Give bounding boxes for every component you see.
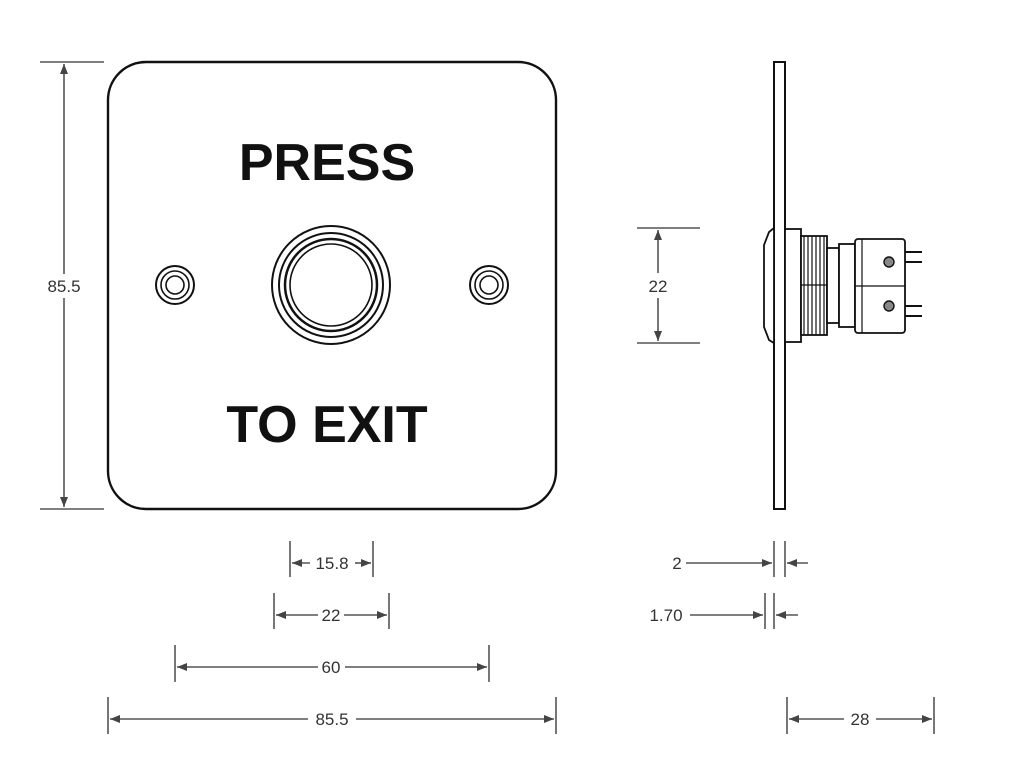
- terminal-screw-top: [883, 256, 895, 268]
- dim-label-height: 85.5: [47, 277, 80, 296]
- button-body: [784, 228, 802, 343]
- nut: [826, 247, 840, 324]
- switch-housing: [838, 243, 856, 328]
- side-plate: [773, 61, 786, 510]
- push-button: [271, 225, 391, 345]
- dim-label-flange-thickness: 1.70: [649, 606, 682, 625]
- dim-label-plate-width: 85.5: [315, 710, 348, 729]
- terminal-screw-bottom: [883, 300, 895, 312]
- dim-label-side-button: 22: [649, 277, 668, 296]
- screw-hole-left: [155, 265, 195, 305]
- faceplate-outline: [106, 60, 558, 511]
- terminal-pins: [905, 251, 922, 317]
- plate-text-press: PRESS: [239, 134, 415, 192]
- dim-label-outer-button: 22: [322, 606, 341, 625]
- dim-label-inner-button: 15.8: [315, 554, 348, 573]
- button-cap: [763, 226, 775, 345]
- screw-hole-right: [469, 265, 509, 305]
- dim-label-hole-spacing: 60: [322, 658, 341, 677]
- thread-lines: [801, 236, 827, 335]
- side-view: [763, 61, 922, 510]
- dim-label-depth: 28: [851, 710, 870, 729]
- dim-label-plate-thickness: 2: [672, 554, 681, 573]
- plate-text-to-exit: TO EXIT: [226, 396, 428, 454]
- dimension-labels: 85.5 22 15.8 22 60 85.5 2 1.70 28: [47, 277, 869, 729]
- dimensions: [40, 61, 935, 734]
- front-view: PRESS TO EXIT: [106, 60, 558, 511]
